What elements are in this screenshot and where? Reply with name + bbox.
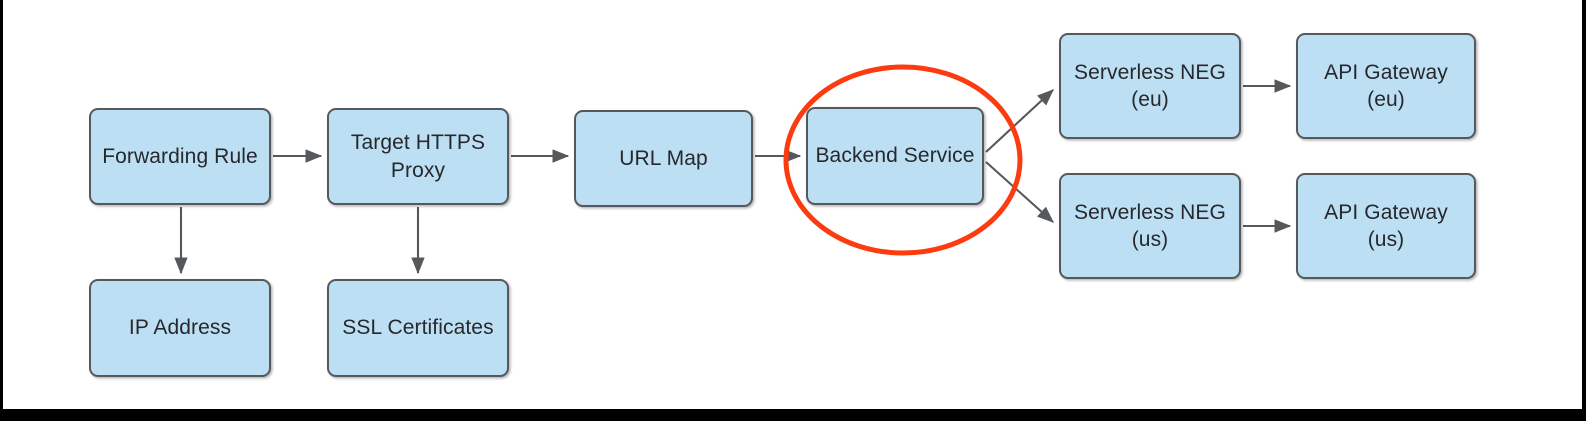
- node-label-url-map: URL Map: [619, 146, 708, 170]
- node-url-map[interactable]: URL Map: [574, 110, 753, 207]
- node-label-ssl-certificates: SSL Certificates: [342, 316, 494, 340]
- node-serverless-neg-eu[interactable]: Serverless NEG (eu): [1059, 33, 1241, 139]
- node-label-api-gateway-us: API Gateway (us): [1324, 200, 1448, 251]
- connector-backend-service-to-serverless-neg-us: [985, 161, 1054, 223]
- node-label-backend-service: Backend Service: [815, 144, 975, 168]
- frame-border-left: [0, 0, 3, 421]
- node-label-serverless-neg-eu: Serverless NEG (eu): [1074, 60, 1226, 111]
- node-label-target-https-proxy: Target HTTPS Proxy: [350, 131, 486, 182]
- node-target-https-proxy[interactable]: Target HTTPS Proxy: [327, 108, 509, 205]
- node-api-gateway-us[interactable]: API Gateway (us): [1296, 173, 1476, 279]
- node-ip-address[interactable]: IP Address: [89, 279, 271, 377]
- node-serverless-neg-us[interactable]: Serverless NEG (us): [1059, 173, 1241, 279]
- node-backend-service[interactable]: Backend Service: [806, 107, 984, 205]
- node-ssl-certificates[interactable]: SSL Certificates: [327, 279, 509, 377]
- node-label-serverless-neg-us: Serverless NEG (us): [1074, 200, 1226, 251]
- node-label-api-gateway-eu: API Gateway (eu): [1324, 60, 1448, 111]
- node-forwarding-rule[interactable]: Forwarding Rule: [89, 108, 271, 205]
- frame-border-bottom: [0, 409, 1586, 421]
- node-label-forwarding-rule: Forwarding Rule: [102, 144, 258, 168]
- node-api-gateway-eu[interactable]: API Gateway (eu): [1296, 33, 1476, 139]
- connector-backend-service-to-serverless-neg-eu: [985, 89, 1054, 153]
- frame-border-right: [1582, 0, 1586, 421]
- node-label-ip-address: IP Address: [128, 316, 232, 340]
